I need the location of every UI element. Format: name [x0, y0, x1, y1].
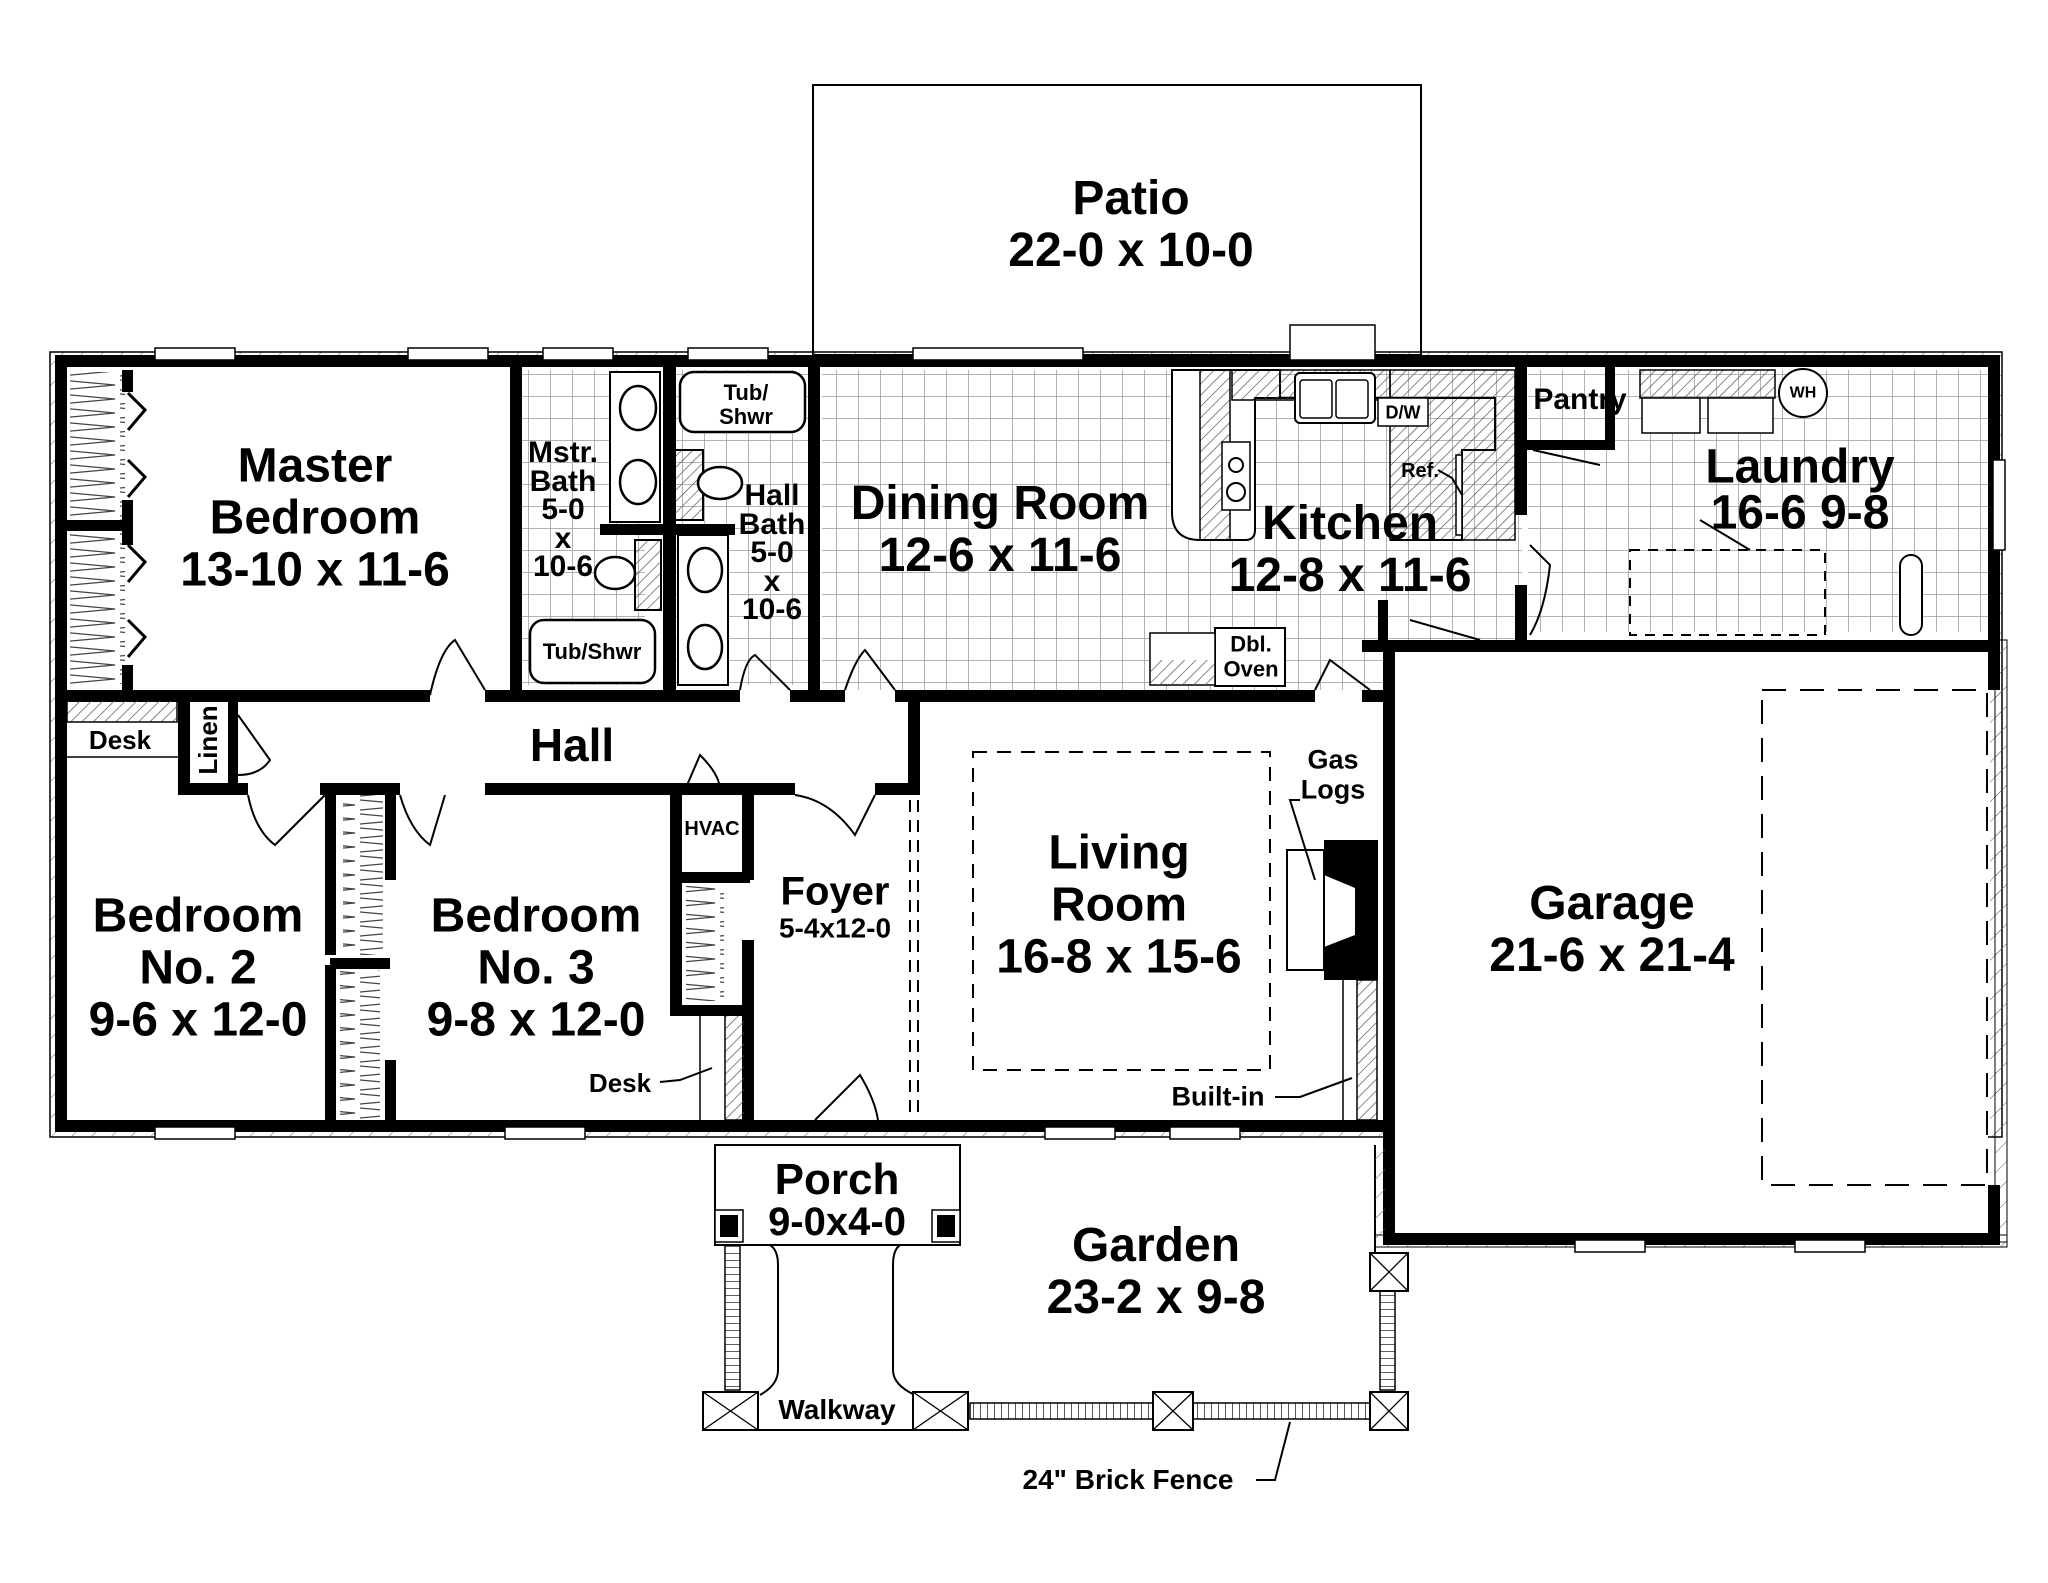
- room-bedroom-3: Bedroom No. 3 9-8 x 12-0: [426, 889, 646, 1046]
- double-oven-label: Dbl. Oven: [1223, 631, 1279, 682]
- room-foyer: Foyer 5-4x12-0: [778, 869, 892, 944]
- bedroom3-desk: [724, 1014, 746, 1121]
- dishwasher-label: D/W: [1385, 402, 1421, 423]
- range: [1221, 441, 1251, 511]
- walkway-label: Walkway: [778, 1393, 896, 1425]
- water-heater-label: WH: [1789, 384, 1817, 402]
- gas-logs-label: Gas Logs: [1300, 744, 1366, 804]
- hvac-label: HVAC: [684, 818, 740, 841]
- hall-desk: [66, 699, 178, 723]
- room-patio: Patio 22-0 x 10-0: [1008, 172, 1254, 277]
- hall-desk-label: Desk: [88, 724, 152, 755]
- brick-fence-right: [1379, 1289, 1396, 1391]
- room-pantry: Pantry: [1533, 382, 1627, 416]
- linen-label: Linen: [192, 705, 223, 775]
- garage-floor: [1390, 650, 1988, 1235]
- brick-fence-left: [724, 1244, 741, 1391]
- room-laundry: Laundry 16-6 9-8: [1705, 440, 1895, 539]
- built-in-label: Built-in: [1171, 1081, 1265, 1112]
- patio-outline: [812, 84, 1422, 356]
- room-hall-bath: Hall Bath 5-0 x 10-6: [738, 478, 806, 626]
- room-garden: Garden 23-2 x 9-8: [1046, 1219, 1266, 1324]
- fireplace-hearth: [1286, 849, 1325, 971]
- room-living: Living Room 16-8 x 15-6: [996, 826, 1242, 983]
- room-porch: Porch 9-0x4-0: [768, 1155, 906, 1244]
- room-master-bedroom: Master Bedroom 13-10 x 11-6: [180, 439, 450, 596]
- room-master-bath: Mstr. Bath 5-0 x 10-6: [527, 435, 599, 583]
- tub-shower-hall-label: Tub/ Shwr: [719, 379, 773, 429]
- brick-fence-label: 24" Brick Fence: [1022, 1463, 1234, 1495]
- room-dining: Dining Room 12-6 x 11-6: [850, 477, 1150, 582]
- tub-shower-master-label: Tub/Shwr: [542, 639, 642, 665]
- room-garage: Garage 21-6 x 21-4: [1489, 877, 1735, 982]
- bedroom3-desk-label: Desk: [588, 1067, 652, 1098]
- living-ceiling-outline: [972, 751, 1271, 1071]
- room-kitchen: Kitchen 12-8 x 11-6: [1228, 497, 1472, 602]
- room-bedroom-2: Bedroom No. 2 9-6 x 12-0: [88, 889, 308, 1046]
- porch-outline: [714, 1144, 961, 1246]
- refrigerator-label: Ref.: [1401, 460, 1439, 483]
- water-heater: [1778, 368, 1828, 418]
- garage-door-outline: [1761, 689, 1988, 1186]
- room-hall: Hall: [529, 719, 615, 772]
- dishwasher: [1377, 397, 1429, 427]
